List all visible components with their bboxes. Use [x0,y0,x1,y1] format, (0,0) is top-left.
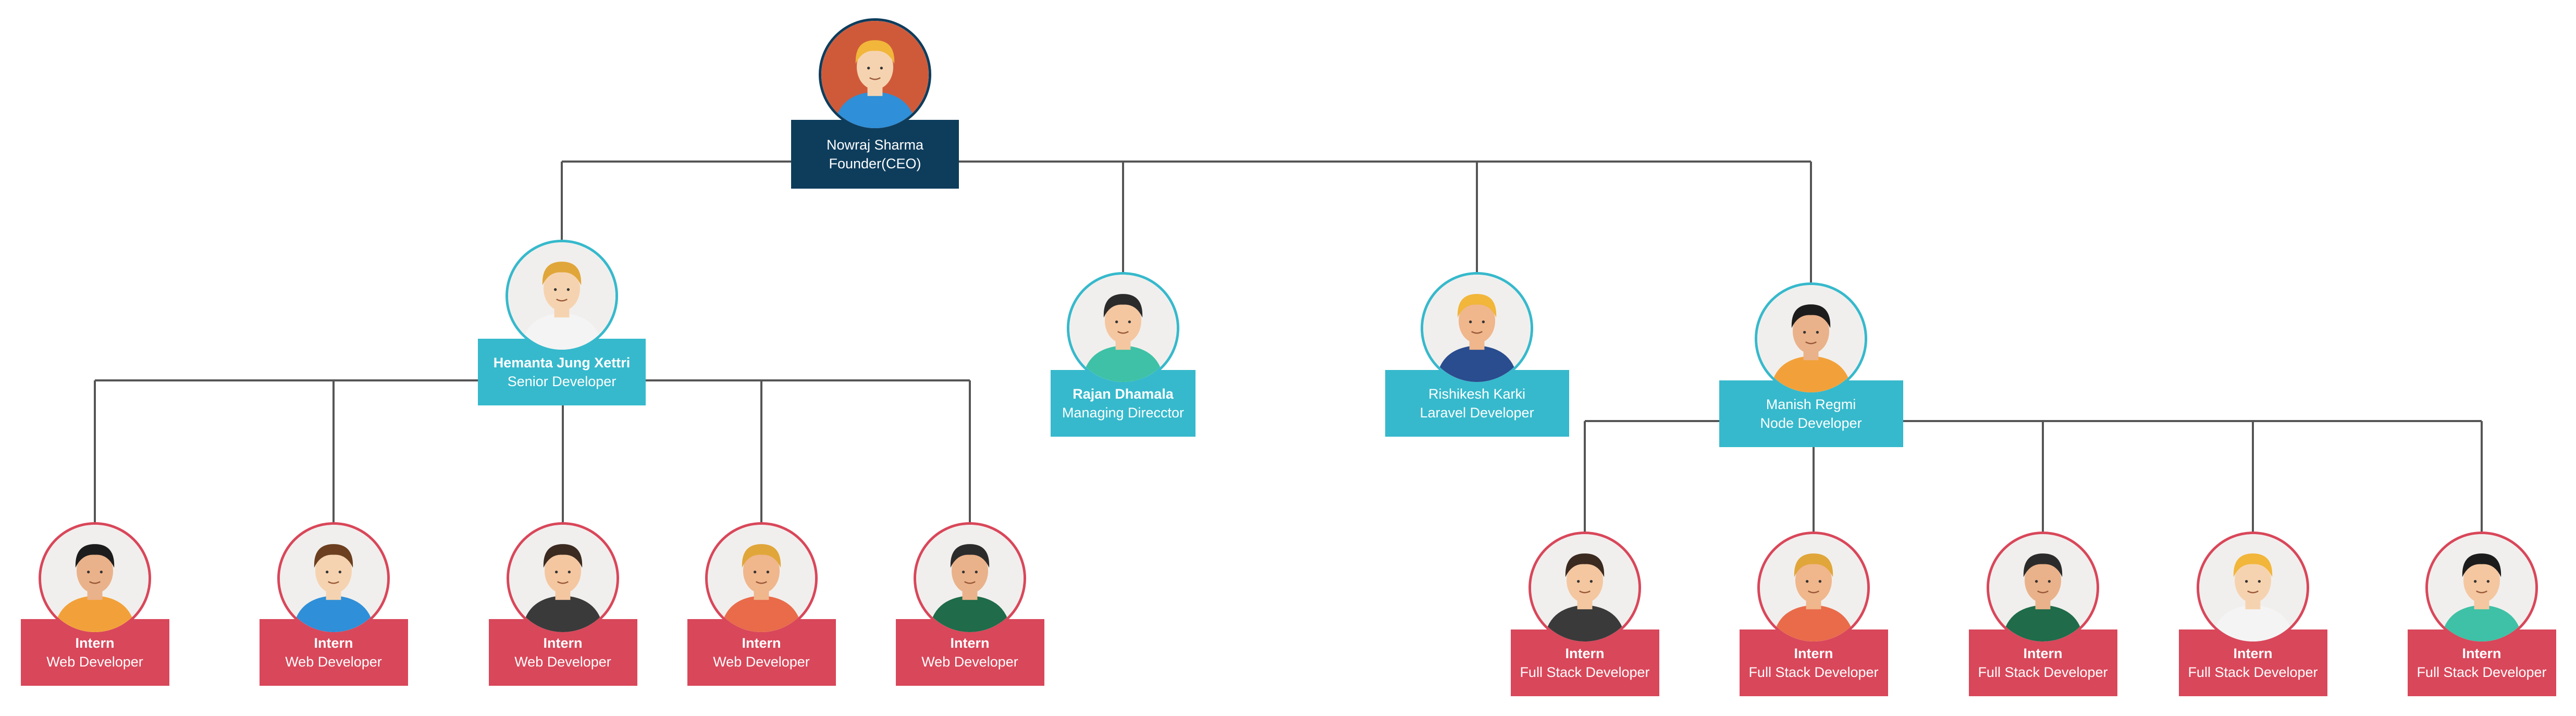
person-role: Managing Direcctor [1062,405,1185,421]
person-role: Laravel Developer [1420,405,1534,421]
person-name: Intern [1794,645,1833,661]
person-name: Nowraj Sharma [826,137,924,153]
person-role: Founder(CEO) [829,156,921,171]
person-role: Node Developer [1760,415,1862,431]
person-role: Web Developer [514,654,611,670]
person-name: Intern [75,635,115,651]
woman-green-avatar-icon [1987,532,2099,644]
person-name: Intern [742,635,781,651]
person-role: Web Developer [713,654,810,670]
person-name: Hemanta Jung Xettri [493,354,631,371]
male-bald-avatar-icon [1067,272,1179,385]
boy-avatar-icon [39,522,151,635]
person-name: Manish Regmi [1766,396,1856,412]
male-glasses-avatar-icon [1755,282,1867,395]
person-name: Rishikesh Karki [1428,386,1526,402]
smiling-boy-avatar-icon [2425,532,2538,644]
person-role: Web Developer [285,654,382,670]
person-role: Web Developer [46,654,143,670]
striped-shirt-avatar-icon [1529,532,1641,644]
person-name: Intern [2462,645,2501,661]
ceo-avatar-icon [819,18,931,131]
faceless-man-avatar-icon [705,522,818,635]
suit-dark-avatar-icon [2197,532,2309,644]
person-role: Full Stack Developer [2188,664,2318,680]
person-name: Intern [2233,645,2273,661]
blond-man-avatar-icon [277,522,390,635]
male-developer-avatar-icon [506,240,618,352]
person-role: Full Stack Developer [1520,664,1650,680]
person-role: Full Stack Developer [1978,664,2108,680]
person-role: Full Stack Developer [1748,664,1879,680]
person-name: Intern [950,635,990,651]
person-role: Web Developer [921,654,1018,670]
person-role: Full Stack Developer [2417,664,2547,680]
person-name: Intern [314,635,353,651]
person-name: Rajan Dhamala [1073,386,1174,402]
person-name: Intern [1565,645,1605,661]
glasses-man-avatar-icon [507,522,619,635]
male-suit-avatar-icon [1421,272,1533,385]
woman-avatar-icon [914,522,1026,635]
person-name: Intern [2023,645,2063,661]
person-role: Senior Developer [507,374,617,389]
person-name: Intern [543,635,583,651]
woman-bun-avatar-icon [1757,532,1870,644]
